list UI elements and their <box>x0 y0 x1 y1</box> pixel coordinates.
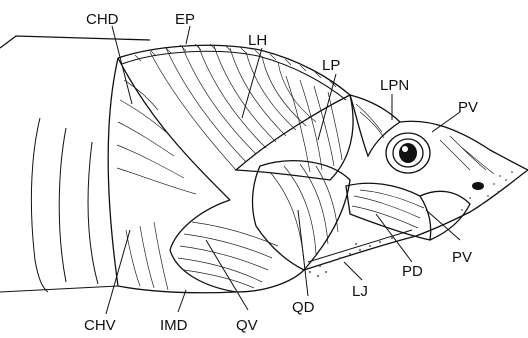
label-imd: IMD <box>160 317 188 334</box>
eye <box>386 133 430 173</box>
label-lpn: LPN <box>380 77 409 94</box>
label-qd: QD <box>292 299 315 316</box>
label-lj: LJ <box>352 283 368 300</box>
label-qv: QV <box>236 317 258 334</box>
label-chv: CHV <box>84 317 116 334</box>
label-pv-top: PV <box>458 99 478 116</box>
snout <box>400 121 528 236</box>
qv-muscle <box>170 200 304 292</box>
label-pv-bottom: PV <box>452 249 472 266</box>
label-ep: EP <box>175 11 195 28</box>
label-chd: CHD <box>86 11 119 28</box>
imd-muscle <box>118 222 236 293</box>
label-lp: LP <box>322 57 340 74</box>
label-pd: PD <box>402 263 423 280</box>
lh-muscle <box>150 45 316 170</box>
lower-jaw <box>304 230 416 277</box>
label-lh: LH <box>248 32 267 49</box>
epaxial-band <box>118 44 350 100</box>
